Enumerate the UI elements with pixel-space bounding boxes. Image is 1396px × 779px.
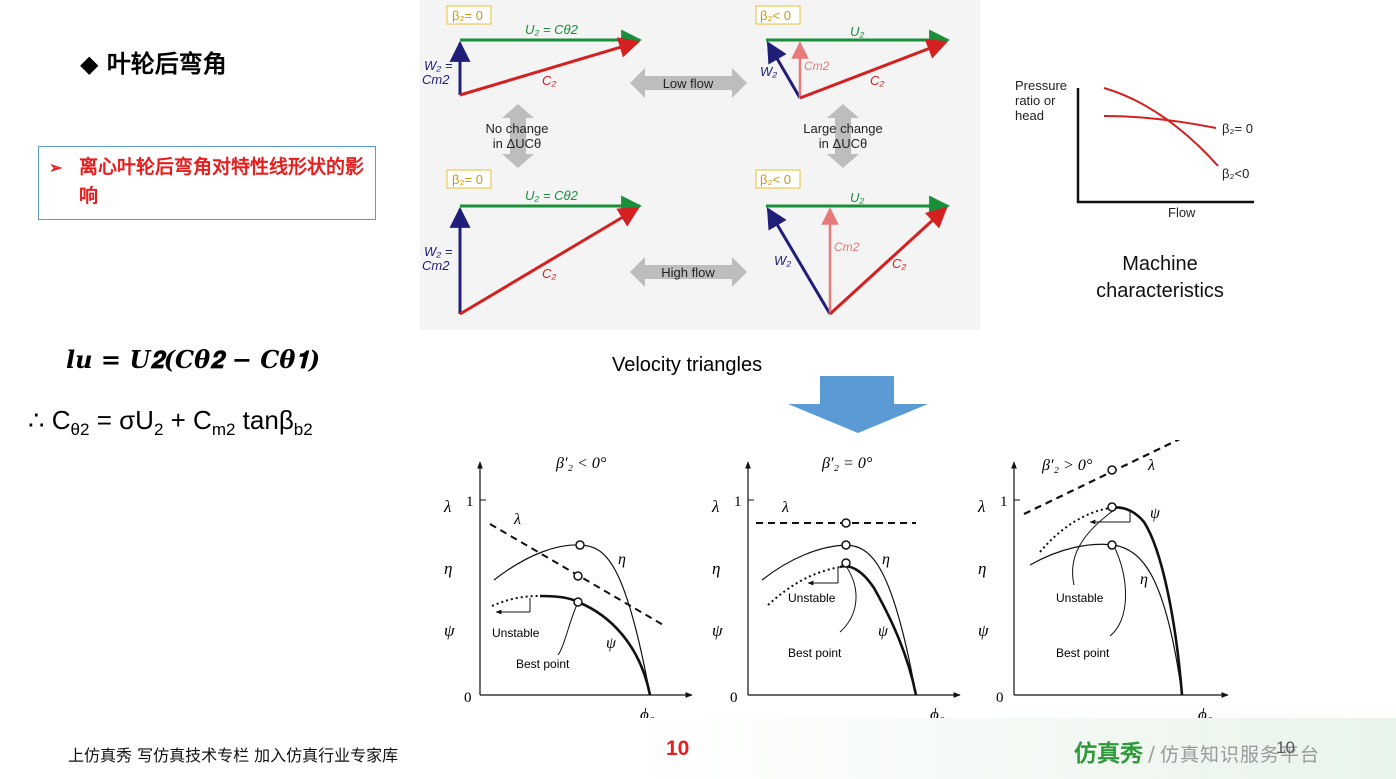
svg-text:η: η — [712, 559, 720, 578]
svg-text:η: η — [882, 551, 890, 568]
svg-text:β′₂ < 0°: β′₂ < 0° — [555, 455, 607, 472]
svg-text:β′₂ = 0°: β′₂ = 0° — [821, 455, 873, 472]
note-box: ➢ 离心叶轮后弯角对特性线形状的影响 — [38, 146, 376, 220]
down-arrow-icon — [788, 376, 928, 433]
note-text: 离心叶轮后弯角对特性线形状的影响 — [79, 156, 365, 207]
brand-logo[interactable]: 仿真秀 / 仿真知识服务平台 — [1074, 734, 1320, 768]
svg-text:β₂< 0: β₂< 0 — [760, 8, 791, 23]
work-equation: 𝒍𝒖 = 𝑼𝟐(𝑪𝜽𝟐 − 𝑪𝜽𝟏) — [66, 345, 321, 374]
svg-text:No change: No change — [486, 121, 549, 136]
c-theta-equation: ∴ Cθ2 = σU2 + Cm2 tanβb2 — [28, 405, 313, 440]
footer-band — [0, 718, 1396, 779]
svg-text:λ: λ — [711, 497, 719, 516]
slide-heading: ◆ 叶轮后弯角 — [80, 50, 227, 78]
svg-text:ψ: ψ — [978, 621, 989, 640]
svg-text:η: η — [444, 559, 452, 578]
svg-text:Cm2: Cm2 — [834, 240, 860, 254]
svg-text:Pressure: Pressure — [1015, 78, 1067, 93]
svg-text:0: 0 — [730, 690, 738, 706]
svg-text:Flow: Flow — [1168, 205, 1196, 220]
svg-text:High flow: High flow — [661, 265, 715, 280]
svg-text:W₂: W₂ — [760, 64, 777, 79]
svg-text:W₂ =: W₂ = — [424, 58, 453, 73]
svg-text:β₂<0: β₂<0 — [1222, 166, 1249, 181]
svg-text:Large change: Large change — [803, 121, 883, 136]
svg-text:C₂: C₂ — [542, 266, 556, 281]
svg-text:Cm2: Cm2 — [422, 258, 450, 273]
svg-text:in ΔUCθ: in ΔUCθ — [819, 136, 867, 151]
svg-text:C₂: C₂ — [542, 73, 556, 88]
svg-text:W₂: W₂ — [774, 253, 791, 268]
svg-text:0: 0 — [996, 690, 1004, 706]
brand-name: 仿真秀 — [1074, 741, 1143, 767]
curve-panel-zero: λ 1 η ψ 0 ϕ₂ β′₂ = 0° λ η Unstable Best … — [711, 455, 961, 724]
svg-text:ψ: ψ — [878, 623, 889, 640]
dimensionless-characteristic-curves: λ 1 η ψ 0 ϕ₂ β′₂ < 0° λ η Unstable Best … — [443, 440, 1229, 724]
svg-text:Best point: Best point — [788, 646, 842, 660]
svg-text:β′₂ > 0°: β′₂ > 0° — [1041, 457, 1093, 474]
svg-text:λ: λ — [781, 499, 789, 516]
svg-text:characteristics: characteristics — [1096, 280, 1224, 302]
page-number: 10 — [666, 737, 690, 760]
svg-text:Unstable: Unstable — [492, 626, 540, 640]
svg-text:ψ: ψ — [712, 621, 723, 640]
svg-text:ψ: ψ — [606, 635, 617, 652]
curve-panel-negative: λ 1 η ψ 0 ϕ₂ β′₂ < 0° λ η Unstable Best … — [443, 455, 693, 724]
svg-text:1: 1 — [1000, 494, 1008, 510]
arrow-bullet-icon: ➢ — [49, 158, 63, 177]
svg-text:λ: λ — [1147, 457, 1155, 474]
svg-text:ψ: ψ — [1150, 505, 1161, 522]
svg-text:C₂: C₂ — [870, 73, 884, 88]
svg-text:η: η — [978, 559, 986, 578]
svg-text:C₂: C₂ — [892, 256, 906, 271]
svg-text:λ: λ — [513, 511, 521, 528]
svg-text:U₂ = Cθ2: U₂ = Cθ2 — [525, 188, 579, 203]
brand-overlap-number: 10 — [1276, 738, 1295, 757]
svg-text:U₂: U₂ — [850, 24, 864, 39]
svg-text:1: 1 — [466, 494, 474, 510]
svg-text:λ: λ — [443, 497, 451, 516]
machine-characteristics-figure: Pressure ratio or head Flow β₂= 0 β₂<0 M… — [1015, 78, 1254, 302]
svg-text:λ: λ — [977, 497, 985, 516]
svg-text:Cm2: Cm2 — [422, 72, 450, 87]
svg-text:ratio or: ratio or — [1015, 93, 1056, 108]
svg-text:Machine: Machine — [1122, 253, 1198, 275]
beta-zero-label: β₂= 0 — [452, 8, 483, 23]
svg-text:β₂< 0: β₂< 0 — [760, 172, 791, 187]
svg-text:in ΔUCθ: in ΔUCθ — [493, 136, 541, 151]
brand-slogan: 仿真知识服务平台 — [1159, 744, 1320, 766]
curve-panel-positive: λ 1 η ψ 0 ϕ₂ β′₂ > 0° λ η ψ Unstable Bes… — [977, 440, 1229, 724]
svg-text:U₂: U₂ — [850, 190, 864, 205]
svg-text:η: η — [1140, 571, 1148, 588]
svg-text:Best point: Best point — [516, 657, 570, 671]
svg-text:0: 0 — [464, 690, 472, 706]
brand-separator: / — [1148, 742, 1155, 766]
svg-text:W₂ =: W₂ = — [424, 244, 453, 259]
footer-left-text: 上仿真秀 写仿真技术专栏 加入仿真行业专家库 — [68, 746, 399, 765]
velocity-triangles-figure: β₂= 0 U₂ = Cθ2 W₂ = Cm2 C₂ β₂< 0 U₂ W₂ C… — [420, 0, 980, 330]
svg-text:η: η — [618, 551, 626, 568]
svg-text:Best point: Best point — [1056, 646, 1110, 660]
svg-text:1: 1 — [734, 494, 742, 510]
svg-text:head: head — [1015, 108, 1044, 123]
svg-text:U₂ = Cθ2: U₂ = Cθ2 — [525, 22, 579, 37]
svg-text:Low flow: Low flow — [663, 76, 714, 91]
svg-text:Unstable: Unstable — [788, 591, 836, 605]
svg-text:ψ: ψ — [444, 621, 455, 640]
svg-text:Unstable: Unstable — [1056, 591, 1104, 605]
svg-text:β₂= 0: β₂= 0 — [1222, 121, 1253, 136]
velocity-triangles-caption: Velocity triangles — [612, 354, 763, 376]
svg-text:Cm2: Cm2 — [804, 59, 830, 73]
svg-text:β₂= 0: β₂= 0 — [452, 172, 483, 187]
